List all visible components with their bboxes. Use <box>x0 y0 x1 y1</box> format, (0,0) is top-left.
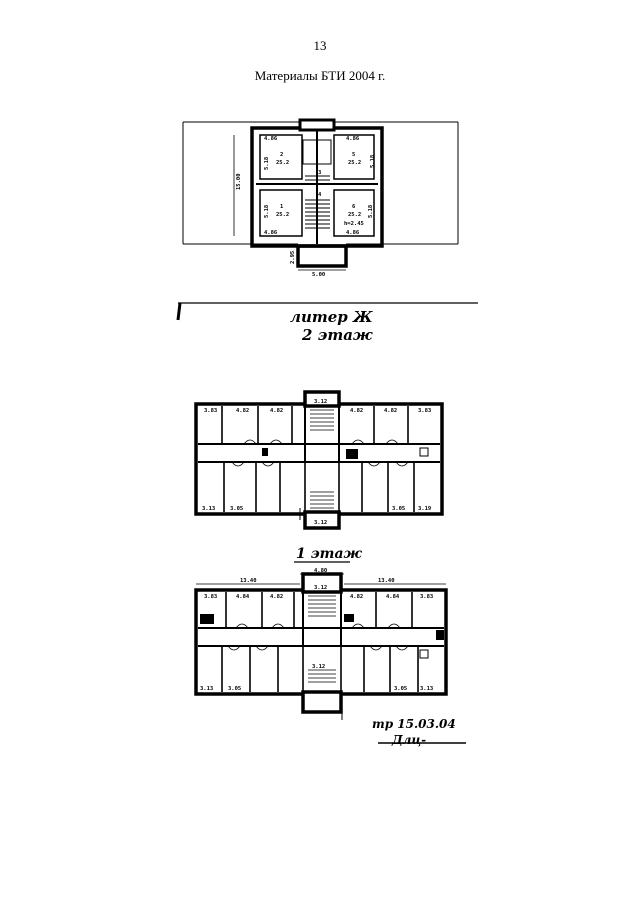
plan-top-side-dim: 5.18 <box>370 155 376 168</box>
plan-middle-dim-label: 3.12 <box>314 399 327 405</box>
plan-bottom-stair-label: 3.12 <box>312 664 325 670</box>
plan-top-center-number: 4 <box>318 192 322 198</box>
plan-top-dim-label: 4.86 <box>264 136 278 142</box>
plan-top-room-extra: h=2.45 <box>344 221 364 227</box>
plan-middle-dim-label: 3.05 <box>230 506 243 512</box>
plan-bottom-dim-label: 3.83 <box>420 594 433 600</box>
plan-middle-dim-label: 4.82 <box>384 408 397 414</box>
plan-bottom-dim-label: 4.84 <box>236 594 250 600</box>
plan-bottom-labels: 13.40 4.80 13.40 3.83 4.84 4.82 3.12 4.8… <box>200 568 433 692</box>
plan-bottom-dim-label: 4.82 <box>270 594 283 600</box>
plan-top-side-dim: 5.18 <box>264 157 270 170</box>
plan-bottom-dim-label: 4.84 <box>386 594 400 600</box>
plan-bottom <box>194 572 448 720</box>
plan-middle-dim-label: 3.83 <box>418 408 431 414</box>
plan-middle-dim-label: 4.82 <box>350 408 363 414</box>
plan-bottom-dim-label: 4.80 <box>314 568 327 574</box>
plan-top-width-dim: 5.00 <box>312 272 325 278</box>
plan-top-dim-label: 4.86 <box>346 136 360 142</box>
plan-bottom-title: 1 этаж <box>296 546 363 562</box>
plan-top-dim-label: 4.86 <box>346 230 360 236</box>
plan-bottom-dim-label: 3.12 <box>314 585 327 591</box>
plan-middle-dim-label: 4.82 <box>236 408 249 414</box>
plan-bottom-dim-label: 3.83 <box>204 594 217 600</box>
document-caption: Материалы БТИ 2004 г. <box>254 68 386 83</box>
plan-bottom-dim-label: 3.13 <box>200 686 213 692</box>
plan-middle-title-line1: литер Ж <box>290 308 373 326</box>
plan-middle-labels: 3.83 4.82 4.82 3.12 4.82 4.82 3.83 3.13 … <box>202 399 431 526</box>
plan-top-room-area: 25.2 <box>348 160 361 166</box>
plan-top-center-number: 3 <box>318 170 321 176</box>
plan-top-room-number: 5 <box>352 152 355 158</box>
plan-top-height-dim: 15.00 <box>236 173 242 190</box>
plan-top-side-dim: 2.95 <box>290 251 296 264</box>
plan-middle-dim-label: 3.83 <box>204 408 217 414</box>
plan-top-room-area: 25.2 <box>348 212 361 218</box>
plan-top-labels: 4.86 4.86 4.86 4.86 2 25.2 5 25.2 1 25.2… <box>236 136 376 278</box>
plan-top-room-number: 2 <box>280 152 283 158</box>
plan-top-room-area: 25.2 <box>276 212 289 218</box>
plan-top-room-number: 1 <box>280 204 284 210</box>
plan-middle-dim-label: 3.19 <box>418 506 431 512</box>
plan-top-side-dim: 5.18 <box>368 205 374 218</box>
plan-bottom-dim-label: 3.13 <box>420 686 433 692</box>
plan-top-side-dim: 5.18 <box>264 205 270 218</box>
plan-middle-dim-label: 3.13 <box>202 506 215 512</box>
plan-top-dim-label: 4.86 <box>264 230 278 236</box>
plan-middle-frame <box>176 302 478 321</box>
plan-middle <box>194 390 444 530</box>
signature-date: тр 15.03.04 <box>372 717 456 731</box>
plan-middle-title-line2: 2 этаж <box>301 326 373 344</box>
plan-top <box>182 118 459 271</box>
signature: Длц- <box>391 733 426 747</box>
plan-middle-dim-label: 3.05 <box>392 506 405 512</box>
page-number: 13 <box>313 38 327 53</box>
plan-bottom-dim-label: 13.40 <box>378 578 395 584</box>
plan-bottom-dim-label: 3.05 <box>228 686 241 692</box>
plan-top-room-area: 25.2 <box>276 160 289 166</box>
plan-middle-stair-label: 3.12 <box>314 520 327 526</box>
plan-middle-dim-label: 4.82 <box>270 408 283 414</box>
plan-top-room-number: 6 <box>352 204 356 210</box>
plan-bottom-dim-label: 4.82 <box>350 594 363 600</box>
plan-bottom-dim-label: 3.05 <box>394 686 407 692</box>
plan-bottom-dim-label: 13.40 <box>240 578 257 584</box>
